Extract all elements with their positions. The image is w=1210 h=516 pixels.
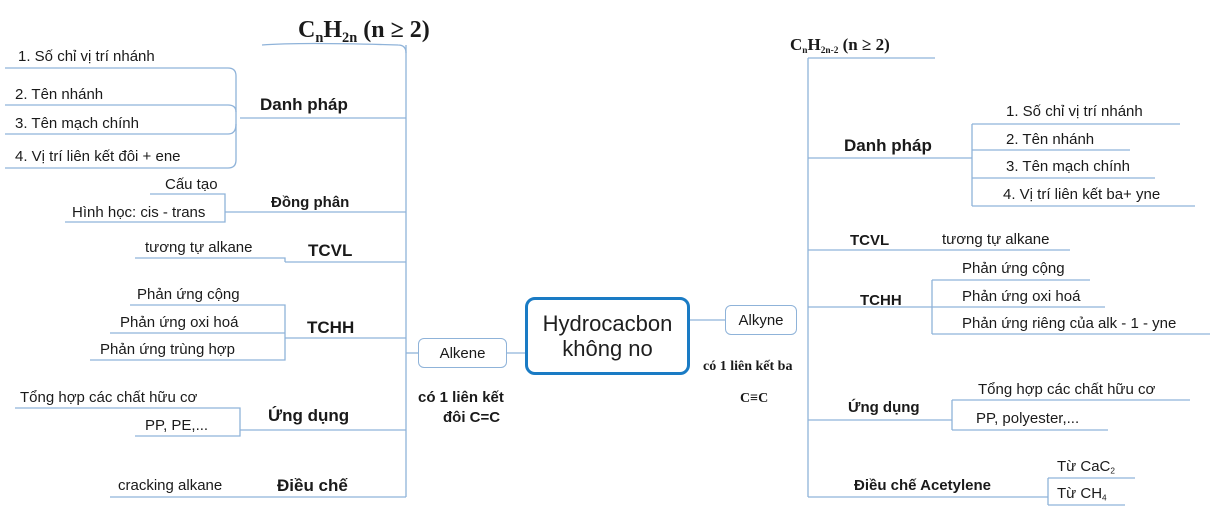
alkyne-note-2: C≡C: [740, 391, 769, 406]
alkyne-dieu-che-item: Từ CH4: [1057, 485, 1107, 503]
alkene-danh-phap-item: 3. Tên mạch chính: [15, 115, 139, 132]
alkene-dong-phan-item: Cấu tạo: [165, 176, 218, 193]
alkene-danh-phap-item: 1. Số chỉ vị trí nhánh: [18, 48, 155, 65]
alkene-tcvl-item: tương tự alkane: [145, 239, 253, 256]
alkene-tchh-item: Phản ứng cộng: [137, 286, 240, 303]
alkyne-node: Alkyne: [725, 305, 797, 335]
alkyne-tchh-item: Phản ứng cộng: [962, 260, 1065, 277]
alkene-node: Alkene: [418, 338, 507, 368]
alkyne-note-1: có 1 liên kết ba: [703, 359, 793, 374]
alkene-dieu-che-title: Điều chế: [277, 476, 348, 495]
alkene-tcvl-title: TCVL: [308, 241, 353, 260]
alkyne-dieu-che-item: Từ CaC2: [1057, 458, 1115, 476]
alkene-ung-dung-item: PP, PE,...: [145, 417, 209, 434]
center-line-2: không no: [562, 336, 653, 361]
alkyne-danh-phap-item: 1. Số chỉ vị trí nhánh: [1006, 103, 1143, 120]
alkyne-tcvl-title: TCVL: [850, 232, 890, 249]
alkene-dong-phan-title: Đồng phân: [271, 194, 350, 211]
alkyne-tchh-item: Phản ứng riêng của alk - 1 - yne: [962, 315, 1177, 332]
alkyne-danh-phap-item: 2. Tên nhánh: [1006, 131, 1095, 148]
alkyne-tchh-item: Phản ứng oxi hoá: [962, 288, 1081, 305]
alkene-danh-phap-item: 2. Tên nhánh: [15, 86, 104, 103]
alkyne-danh-phap-item: 3. Tên mạch chính: [1006, 158, 1130, 175]
alkyne-tchh-title: TCHH: [860, 292, 902, 309]
center-topic: Hydrocacbon không no: [525, 297, 690, 375]
alkyne-label: Alkyne: [738, 311, 784, 329]
alkyne-ung-dung-item: PP, polyester,...: [976, 410, 1080, 427]
alkyne-danh-phap-item: 4. Vị trí liên kết ba+ yne: [1003, 186, 1161, 203]
alkyne-danh-phap-title: Danh pháp: [844, 136, 932, 155]
alkyne-ung-dung-item: Tổng hợp các chất hữu cơ: [978, 381, 1156, 398]
alkene-note-1: có 1 liên kết: [418, 389, 504, 406]
alkene-tchh-title: TCHH: [307, 318, 355, 337]
alkene-note-2: đôi C=C: [443, 409, 501, 426]
alkene-ung-dung-item: Tổng hợp các chất hữu cơ: [20, 389, 198, 406]
alkene-dong-phan-item: Hình học: cis - trans: [72, 204, 206, 221]
alkene-tchh-item: Phản ứng trùng hợp: [100, 341, 235, 358]
center-line-1: Hydrocacbon: [542, 310, 673, 336]
alkyne-dieu-che-title: Điều chế Acetylene: [854, 477, 991, 494]
alkene-ung-dung-title: Ứng dụng: [268, 406, 350, 425]
alkyne-ung-dung-title: Ứng dụng: [848, 399, 920, 416]
alkene-danh-phap-item: 4. Vị trí liên kết đôi + ene: [15, 148, 181, 165]
alkene-dieu-che-item: cracking alkane: [118, 477, 223, 494]
alkene-label: Alkene: [439, 344, 486, 362]
alkyne-formula: CnH2n-2 (n ≥ 2): [790, 35, 890, 56]
alkene-tchh-item: Phản ứng oxi hoá: [120, 314, 239, 331]
alkene-danh-phap-title: Danh pháp: [260, 95, 348, 114]
alkene-formula: CnH2n (n ≥ 2): [298, 17, 430, 47]
alkyne-tcvl-item: tương tự alkane: [942, 231, 1050, 248]
